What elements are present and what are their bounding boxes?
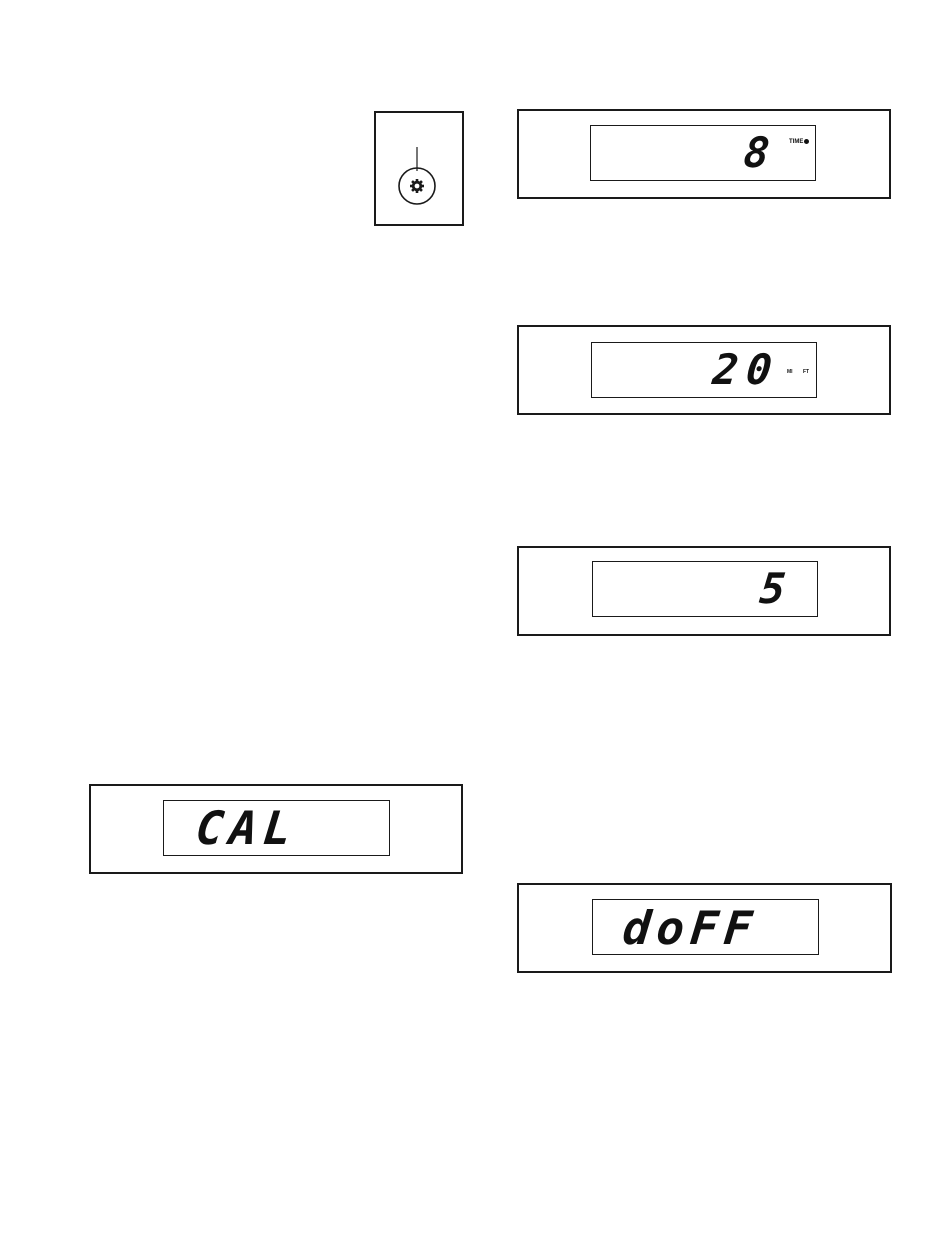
doff-display-frame: doFF (517, 883, 892, 973)
doff-display-screen: doFF (592, 899, 819, 955)
cal-readout: CAL (194, 805, 300, 851)
doff-readout: doFF (621, 905, 761, 951)
cal-display-frame: CAL (89, 784, 463, 874)
five-display-screen: 5 (592, 561, 818, 617)
time-indicator-light (804, 139, 809, 144)
five-display-frame: 5 (517, 546, 891, 636)
time-display-frame: 8 TIME (517, 109, 891, 199)
speed-readout: 20 (711, 349, 782, 391)
speed-display-frame: 20 MI FT (517, 325, 891, 415)
speed-display-screen: 20 MI FT (591, 342, 817, 398)
key-panel (374, 111, 464, 226)
cal-display-screen: CAL (163, 800, 390, 856)
time-indicator-label: TIME (789, 139, 803, 145)
time-display-screen: 8 TIME (590, 125, 816, 181)
gear-icon (410, 179, 424, 193)
unit-label-ft: FT (803, 370, 809, 375)
five-readout: 5 (757, 568, 791, 610)
unit-label-mi: MI (787, 370, 793, 375)
time-readout: 8 (741, 132, 775, 174)
setting-key[interactable] (376, 113, 462, 224)
